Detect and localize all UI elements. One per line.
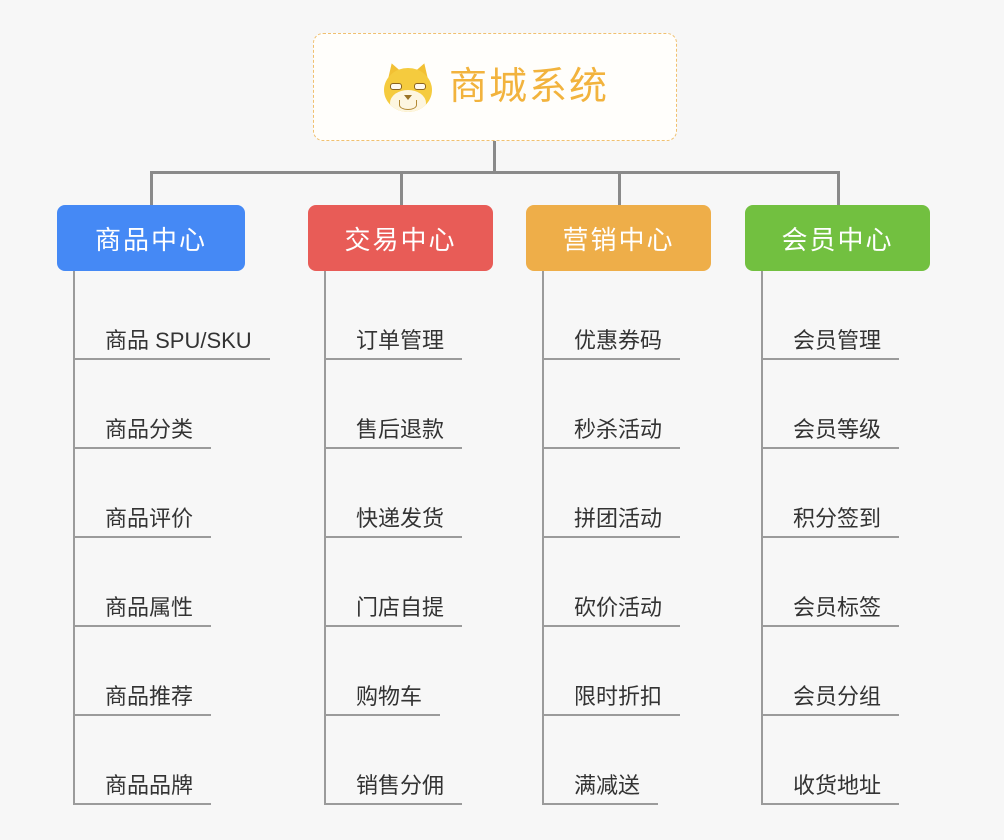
leaf-label: 会员管理	[763, 328, 900, 360]
leaf-label: 会员等级	[763, 417, 900, 449]
list-item[interactable]: 收货地址	[763, 716, 930, 805]
branch-header-trade-center[interactable]: 交易中心	[308, 205, 493, 271]
leaf-label: 商品品牌	[75, 773, 212, 805]
list-item[interactable]: 限时折扣	[544, 627, 711, 716]
list-item[interactable]: 会员等级	[763, 360, 930, 449]
leaf-label: 积分签到	[763, 506, 900, 538]
leaf-label: 售后退款	[326, 417, 463, 449]
connector-horizontal-bus	[150, 171, 840, 174]
shiba-mouth	[398, 100, 417, 110]
leaf-label: 购物车	[326, 684, 441, 716]
list-item[interactable]: 商品品牌	[75, 716, 245, 805]
branch-product-center: 商品中心 商品 SPU/SKU 商品分类 商品评价 商品属性 商品推荐 商品品牌	[57, 205, 270, 805]
leaf-label: 砍价活动	[544, 595, 681, 627]
list-item[interactable]: 商品推荐	[75, 627, 245, 716]
leaf-label: 快递发货	[326, 506, 463, 538]
leaf-label: 门店自提	[326, 595, 463, 627]
list-item[interactable]: 购物车	[326, 627, 493, 716]
list-item[interactable]: 会员标签	[763, 538, 930, 627]
leaf-label: 商品推荐	[75, 684, 212, 716]
branch-items-marketing-center: 优惠券码 秒杀活动 拼团活动 砍价活动 限时折扣 满减送	[542, 271, 711, 805]
branch-header-marketing-center[interactable]: 营销中心	[526, 205, 711, 271]
connector-root-stem	[493, 141, 496, 173]
list-item[interactable]: 优惠券码	[544, 271, 711, 360]
branch-member-center: 会员中心 会员管理 会员等级 积分签到 会员标签 会员分组 收货地址	[745, 205, 930, 805]
shiba-dog-icon	[381, 60, 435, 114]
shiba-eye-left	[389, 83, 402, 90]
branch-header-product-center[interactable]: 商品中心	[57, 205, 245, 271]
list-item[interactable]: 积分签到	[763, 449, 930, 538]
leaf-label: 会员标签	[763, 595, 900, 627]
branch-items-trade-center: 订单管理 售后退款 快递发货 门店自提 购物车 销售分佣	[324, 271, 493, 805]
leaf-label: 销售分佣	[326, 773, 463, 805]
leaf-label: 订单管理	[326, 328, 463, 360]
list-item[interactable]: 快递发货	[326, 449, 493, 538]
leaf-label: 商品 SPU/SKU	[75, 328, 270, 360]
leaf-label: 秒杀活动	[544, 417, 681, 449]
list-item[interactable]: 秒杀活动	[544, 360, 711, 449]
shiba-head	[383, 68, 432, 112]
root-title: 商城系统	[448, 66, 609, 108]
branch-items-product-center: 商品 SPU/SKU 商品分类 商品评价 商品属性 商品推荐 商品品牌	[73, 271, 270, 805]
list-item[interactable]: 满减送	[544, 716, 711, 805]
root-node-shop-system[interactable]: 商城系统	[313, 33, 677, 141]
list-item[interactable]: 会员管理	[763, 271, 930, 360]
list-item[interactable]: 商品分类	[75, 360, 245, 449]
leaf-label: 商品属性	[75, 595, 212, 627]
leaf-label: 满减送	[544, 773, 659, 805]
connector-drop-4	[837, 171, 840, 205]
leaf-label: 会员分组	[763, 684, 900, 716]
leaf-label: 拼团活动	[544, 506, 681, 538]
connector-drop-1	[150, 171, 153, 205]
list-item[interactable]: 门店自提	[326, 538, 493, 627]
list-item[interactable]: 商品 SPU/SKU	[75, 271, 270, 360]
list-item[interactable]: 商品属性	[75, 538, 245, 627]
leaf-label: 收货地址	[763, 773, 900, 805]
connector-drop-3	[618, 171, 621, 205]
connector-drop-2	[400, 171, 403, 205]
leaf-label: 商品分类	[75, 417, 212, 449]
list-item[interactable]: 订单管理	[326, 271, 493, 360]
shiba-nose	[403, 95, 412, 100]
list-item[interactable]: 销售分佣	[326, 716, 493, 805]
list-item[interactable]: 砍价活动	[544, 538, 711, 627]
leaf-label: 商品评价	[75, 506, 212, 538]
leaf-label: 限时折扣	[544, 684, 681, 716]
leaf-label: 优惠券码	[544, 328, 681, 360]
branch-trade-center: 交易中心 订单管理 售后退款 快递发货 门店自提 购物车 销售分佣	[308, 205, 493, 805]
list-item[interactable]: 售后退款	[326, 360, 493, 449]
shiba-eye-right	[413, 83, 426, 90]
branch-header-member-center[interactable]: 会员中心	[745, 205, 930, 271]
branch-items-member-center: 会员管理 会员等级 积分签到 会员标签 会员分组 收货地址	[761, 271, 930, 805]
list-item[interactable]: 会员分组	[763, 627, 930, 716]
list-item[interactable]: 商品评价	[75, 449, 245, 538]
branch-marketing-center: 营销中心 优惠券码 秒杀活动 拼团活动 砍价活动 限时折扣 满减送	[526, 205, 711, 805]
list-item[interactable]: 拼团活动	[544, 449, 711, 538]
